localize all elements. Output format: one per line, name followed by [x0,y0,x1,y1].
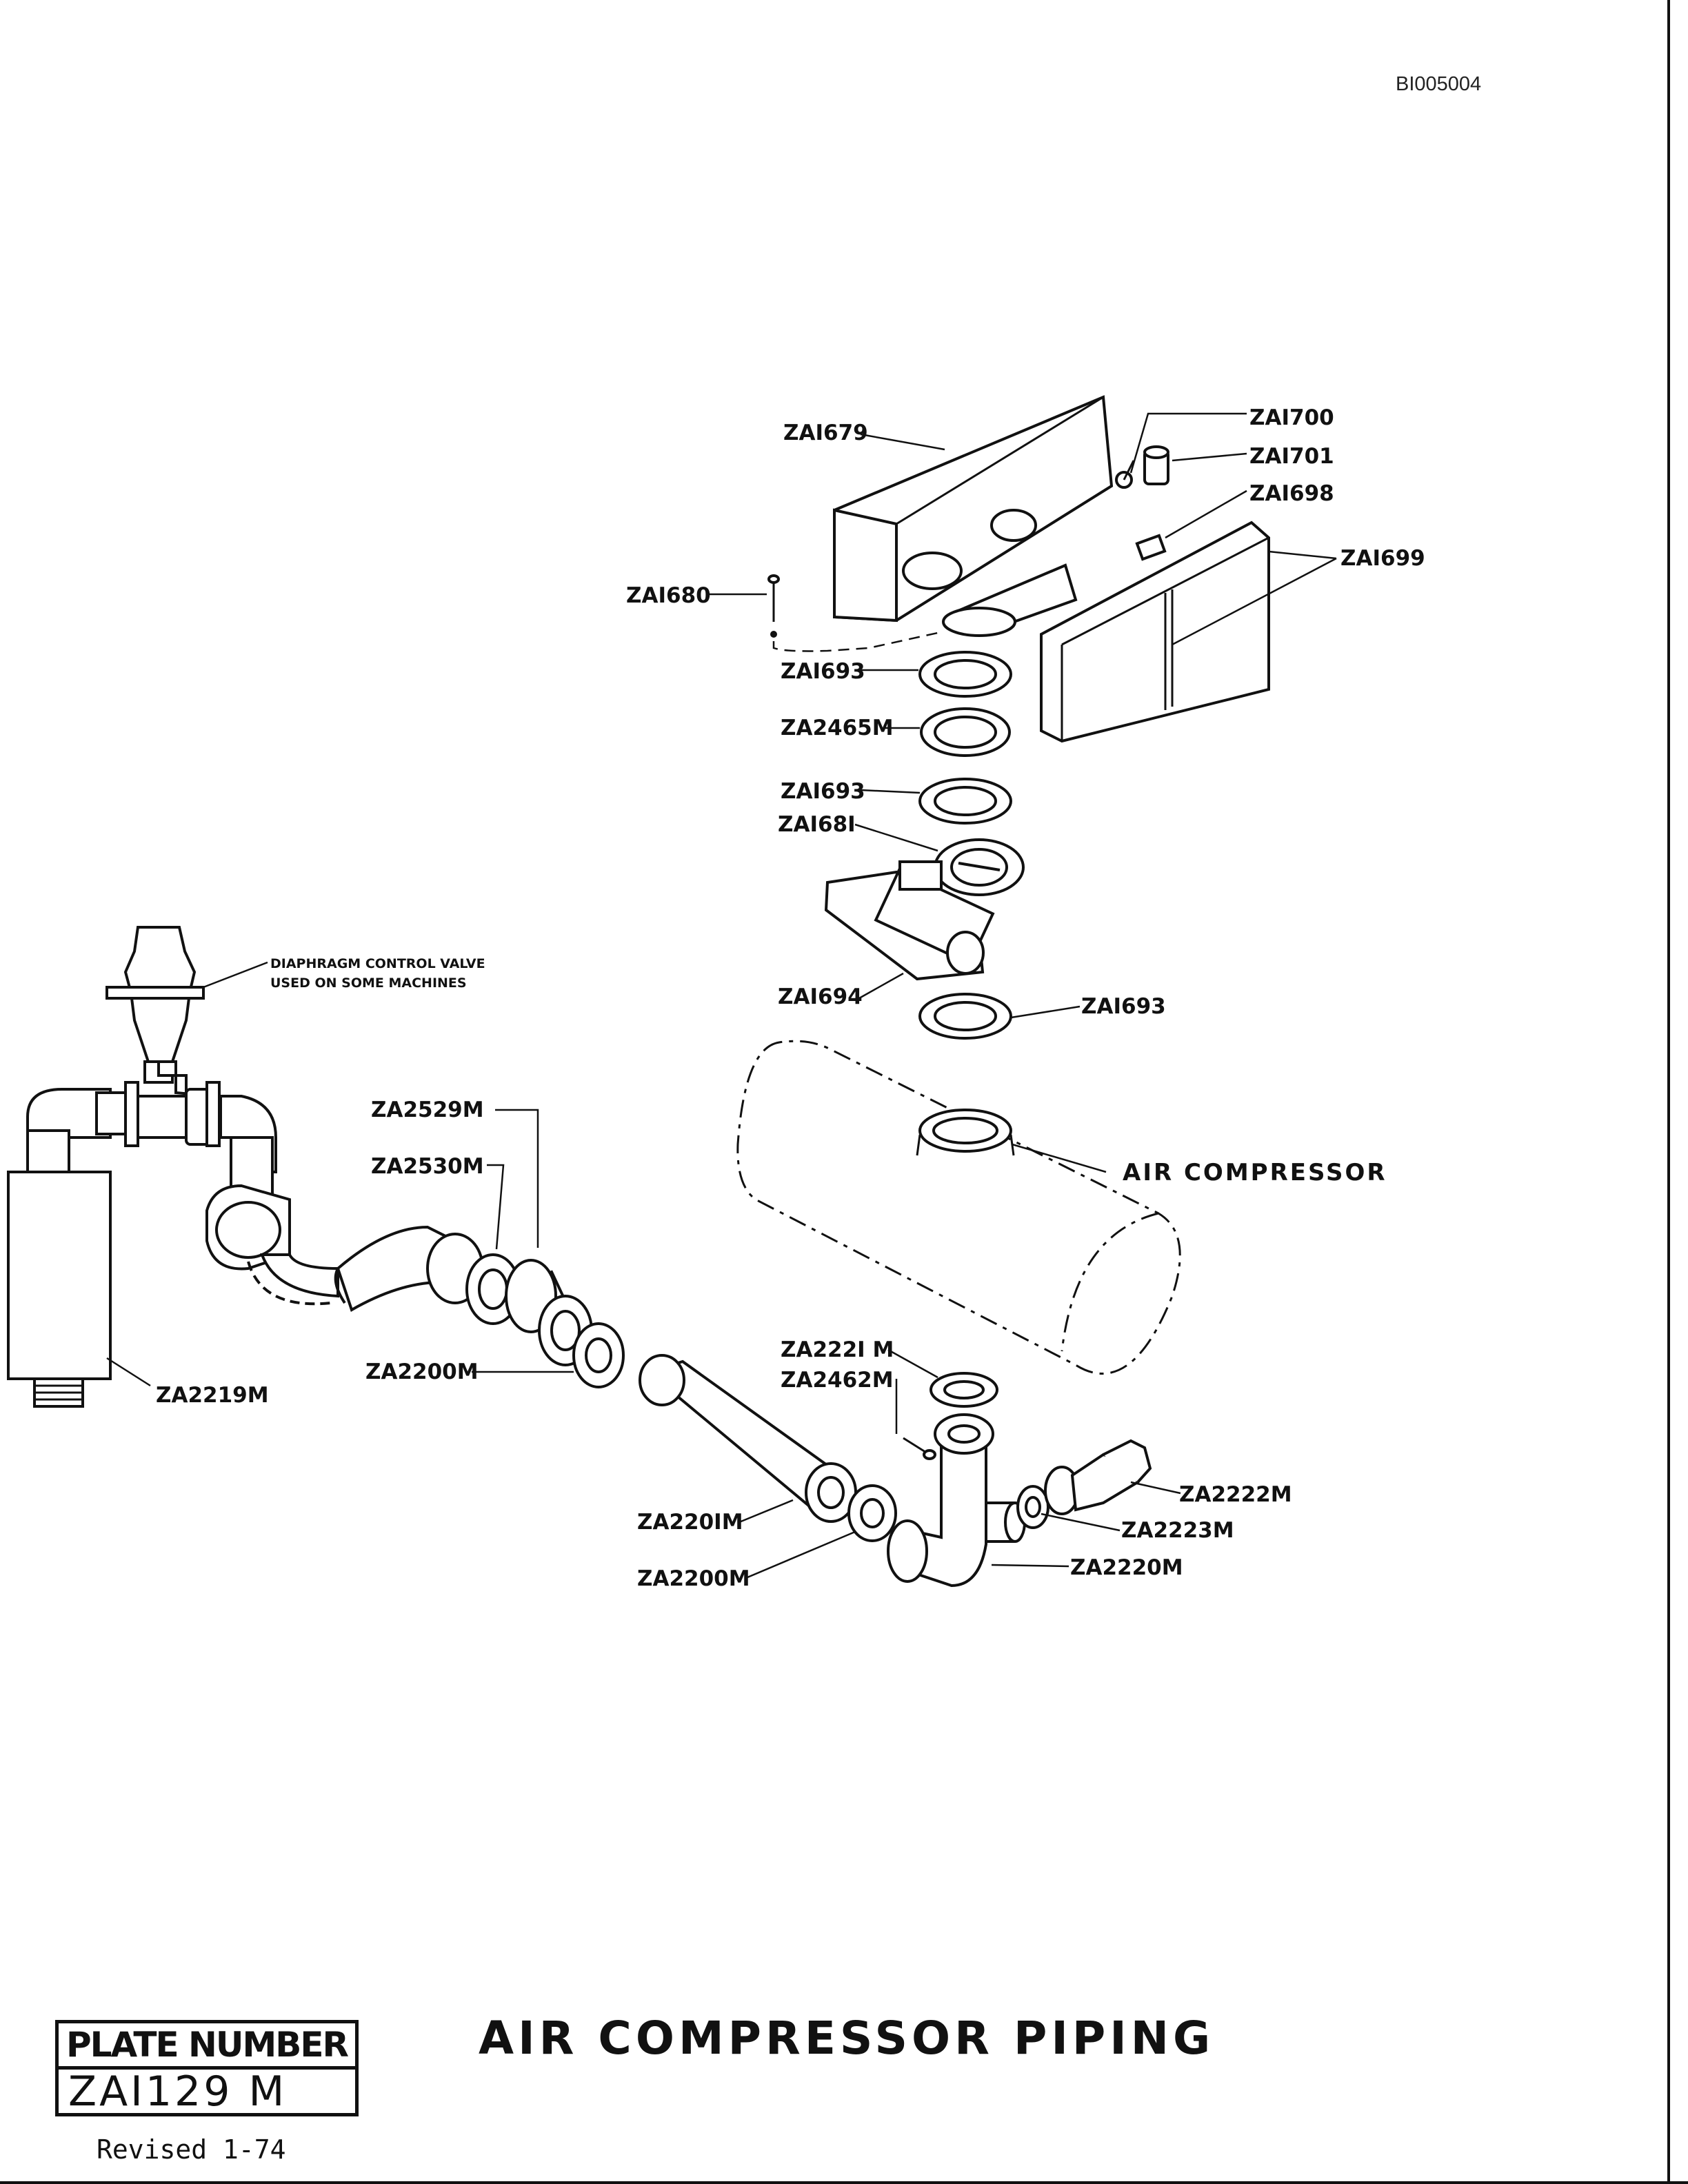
callout-za1680: ZAI680 [626,583,711,608]
cap-screw-za1700 [1115,460,1135,489]
gasket-za2200m-upper [572,1322,625,1388]
tee-elbow-za2220m [887,1413,1026,1588]
gasket-za1693-middle [918,778,1012,825]
gasket-za2200m-lower [847,1484,897,1542]
valve-piping-assembly [26,1060,339,1306]
plate-number-header: PLATE NUMBER [59,2023,355,2070]
callout-za2222m: ZA2222M [1179,1482,1292,1507]
right-border-rule [1667,0,1670,2184]
relief-valve-za2222m [1044,1439,1152,1515]
fitting-za1701 [1143,445,1169,485]
air-compressor-label: AIR COMPRESSOR [1123,1159,1387,1186]
gasket-za2221m [930,1372,998,1408]
page-title: AIR COMPRESSOR PIPING [479,2012,1215,2065]
revision-note: Revised 1-74 [97,2134,286,2165]
pipe-za2201m [639,1354,857,1523]
callout-za2219m: ZA2219M [156,1383,269,1408]
plug-za1698 [1135,534,1167,561]
cap-screw-za2462m [903,1437,936,1460]
callout-za1698: ZAI698 [1249,481,1334,506]
callout-za2201m: ZA220IM [637,1510,743,1535]
air-actuator-za1694 [824,860,995,981]
butterfly-valve-za1681 [934,838,1025,896]
air-compressor-tank [736,1040,1181,1375]
diaphragm-note-line1: DIAPHRAGM CONTROL VALVE [270,956,485,971]
gasket-za1693-bottom [918,993,1012,1040]
control-box-za1679 [833,395,1114,637]
callout-za1679: ZAI679 [783,421,868,445]
diaphragm-control-valve [106,926,205,1084]
callout-za2465m: ZA2465M [781,716,894,740]
filter-silencer-za2219m [7,1129,112,1408]
callout-za1681: ZAI68I [778,812,856,837]
bottom-border-rule [0,2181,1688,2184]
callout-za2200m-lower: ZA2200M [637,1566,750,1591]
callout-za2462m: ZA2462M [781,1368,894,1393]
callout-za2529m: ZA2529M [371,1098,484,1122]
leader-lines [106,412,1337,1579]
document-id: BI005004 [1396,73,1482,95]
callout-za2223m: ZA2223M [1121,1518,1234,1543]
callout-za1693-top: ZAI693 [781,659,865,684]
callout-za2221m: ZA222I M [781,1337,894,1362]
plate-number-value: ZAI129 M [68,2067,288,2116]
callout-za1694: ZAI694 [778,984,863,1009]
elbow-hose [334,1225,484,1312]
callout-za2530m: ZA2530M [371,1154,484,1179]
callout-za1701: ZAI701 [1249,444,1334,469]
bolt-za1680 [767,574,938,652]
diaphragm-note-line2: USED ON SOME MACHINES [270,975,467,991]
cover-za1699 [1040,520,1270,743]
gasket-za1693-top [918,651,1012,698]
callout-za1693-bottom: ZAI693 [1081,994,1166,1019]
callout-za2200m-upper: ZA2200M [365,1359,479,1384]
spacer-ring-za2465m [920,707,1011,757]
callout-za2220m: ZA2220M [1070,1555,1183,1580]
callout-za1700: ZAI700 [1249,405,1334,430]
gasket-za2223m [1016,1485,1049,1529]
plate-number-box: PLATE NUMBER ZAI129 M [55,2020,359,2116]
callout-za1699: ZAI699 [1340,546,1425,571]
callout-za1693-middle: ZAI693 [781,779,865,804]
